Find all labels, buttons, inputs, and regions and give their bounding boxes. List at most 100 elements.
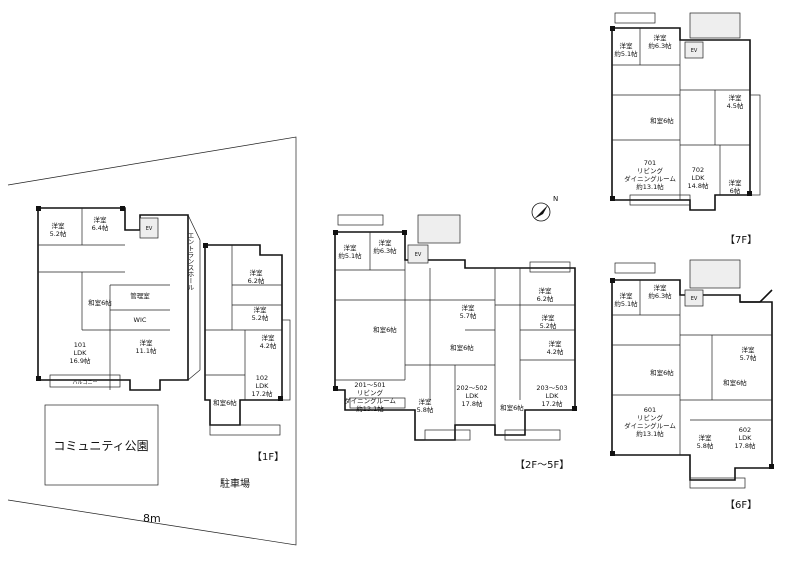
ev-label: EV (691, 48, 698, 54)
balcony-602 (689, 477, 746, 489)
unit-number: 101 (74, 341, 86, 349)
entrance-hall-label: エントランスホール (186, 232, 194, 291)
room-size: 6.4帖 (92, 223, 109, 232)
room-label: 和室6帖 (650, 116, 674, 125)
room-label: 和室6帖 (650, 368, 674, 377)
room-label: 洋室 (654, 33, 668, 42)
balcony-101 (49, 374, 121, 388)
unit-102-outline (204, 244, 283, 426)
ev-shaft-7f (684, 41, 704, 59)
room-label: 和室6帖 (373, 325, 397, 334)
column (120, 206, 125, 211)
ev-label: EV (691, 296, 698, 302)
room-size: 14.8帖 (688, 181, 709, 190)
community-park-area (44, 404, 159, 486)
ev-label: EV (415, 252, 422, 258)
room-size: 17.2帖 (252, 389, 273, 398)
room-label: LDK (692, 174, 706, 182)
column (610, 26, 615, 31)
column (610, 196, 615, 201)
room-size: 17.8帖 (735, 441, 756, 450)
column (203, 243, 208, 248)
column (769, 464, 774, 469)
room-label: 洋室 (250, 268, 264, 277)
room-label: 洋室 (620, 41, 634, 50)
ev-shaft-2f (407, 244, 429, 264)
balcony-top (337, 214, 384, 226)
room-label: 洋室 (742, 345, 756, 354)
parking-label: 駐車場 (220, 477, 250, 490)
room-label: 洋室 (699, 433, 713, 442)
room-label: 洋室 (52, 221, 66, 230)
room-size: 約13.1帖 (356, 404, 384, 413)
room-size: 4.2帖 (547, 347, 564, 356)
room-label: ダイニングルーム (344, 396, 396, 405)
room-label: 洋室 (729, 178, 743, 187)
stairs-6f (689, 259, 741, 289)
room-size: 6.2帖 (537, 294, 554, 303)
room-label: ダイニングルーム (624, 421, 676, 430)
room-label: 和室6帖 (450, 343, 474, 352)
unit-number: 701 (644, 159, 656, 167)
unit-number: 203～503 (536, 384, 567, 392)
room-size: 約5.1帖 (614, 49, 638, 58)
room-label: LDK (74, 349, 88, 357)
floor-label-2f-5f: 【2F～5F】 (515, 459, 569, 471)
column (278, 396, 283, 401)
room-label: 洋室 (539, 286, 553, 295)
floor-label-1f: 【1F】 (252, 451, 284, 463)
unit-102-walls (205, 245, 282, 400)
room-size: 約6.3帖 (648, 41, 672, 50)
room-size: 4.2帖 (260, 341, 277, 350)
unit-101-walls (38, 208, 170, 390)
balcony-top (614, 262, 656, 274)
room-size: 4.5帖 (727, 101, 744, 110)
column (610, 278, 615, 283)
floor-7f: EV 洋室 約5.1帖 洋室 約6.3帖 和室6帖 洋室 4.5帖 701 リビ… (610, 12, 761, 246)
unit-7f-walls (612, 28, 750, 200)
unit-6f-outline (611, 279, 773, 481)
room-size: 5.2帖 (50, 229, 67, 238)
unit-number: 102 (256, 374, 268, 382)
room-label: 洋室 (344, 243, 358, 252)
room-size: 17.2帖 (542, 399, 563, 408)
balcony-702-side (749, 94, 761, 196)
room-size: 5.7帖 (460, 311, 477, 320)
room-label: 和室6帖 (500, 403, 524, 412)
balcony-203 (504, 429, 561, 441)
room-size: 17.8帖 (462, 399, 483, 408)
site-boundary (7, 136, 297, 546)
room-label: 洋室 (94, 215, 108, 224)
balcony-201 (349, 397, 406, 409)
room-label: LDK (256, 382, 270, 390)
ev-shaft-1f (139, 217, 159, 239)
room-label: リビング (637, 166, 664, 175)
room-label: 洋室 (620, 291, 634, 300)
room-size: 約6.3帖 (648, 291, 672, 300)
column (610, 451, 615, 456)
north-label: N (553, 195, 558, 203)
room-label: LDK (466, 392, 480, 400)
road-width-label: 8m (143, 512, 161, 525)
room-size: 5.8帖 (697, 441, 714, 450)
room-size: 6帖 (730, 186, 741, 195)
room-size: 6.2帖 (248, 276, 265, 285)
stairs-2f (417, 214, 461, 244)
room-size: 16.9帖 (70, 356, 91, 365)
column (36, 376, 41, 381)
unit-number: 201～501 (354, 381, 385, 389)
unit-2f-outline (334, 231, 576, 441)
column (572, 406, 577, 411)
room-size: 約5.1帖 (338, 251, 362, 260)
room-label: 洋室 (729, 93, 743, 102)
room-label: 洋室 (549, 339, 563, 348)
room-label: LDK (739, 434, 753, 442)
room-size: 5.8帖 (417, 405, 434, 414)
unit-6f-walls (612, 280, 772, 455)
balcony-202 (424, 429, 471, 441)
room-label: 洋室 (140, 338, 154, 347)
room-label: 洋室 (379, 238, 393, 247)
ev-shaft-6f (684, 289, 704, 307)
ev-label: EV (146, 226, 153, 232)
